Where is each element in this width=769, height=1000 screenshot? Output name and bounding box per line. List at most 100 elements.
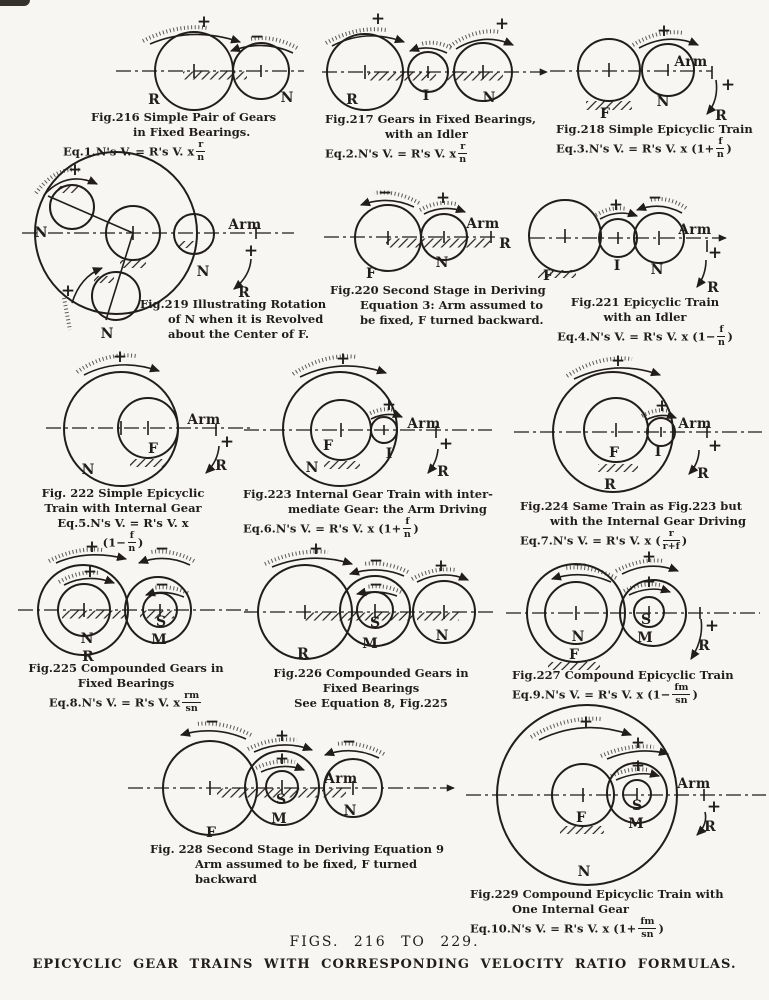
- fig-222-caption: Fig. 222 Simple Epicyclic Train with Int…: [28, 486, 218, 553]
- gear-r-circle: [257, 564, 353, 660]
- fig-217-drawing: + + R I N: [322, 9, 548, 111]
- fixed-bearing-hatch: [62, 610, 126, 619]
- rotation-arrow: [253, 742, 314, 753]
- eq-text: ): [681, 533, 688, 548]
- gear-label-n: N: [572, 629, 585, 645]
- fixed-gear-hatch: [120, 260, 146, 268]
- gear-n-circle-lower: [91, 271, 141, 321]
- rotation-arrow: [573, 367, 662, 380]
- numerator: f: [717, 324, 726, 337]
- arm-label: Arm: [676, 776, 710, 792]
- arrow-feather: [152, 585, 189, 595]
- rotation-arrow: [179, 728, 247, 740]
- denominator: n: [717, 336, 725, 348]
- fig-221-drawing: + − Arm + R F I N: [528, 188, 727, 296]
- rotation-arrow: [370, 409, 404, 420]
- plus-sign: +: [721, 75, 735, 95]
- fig-216-drawing: + − R N: [116, 12, 304, 111]
- fig-224-drawing: + + Arm + R F I R: [514, 351, 762, 493]
- plus-sign: +: [85, 537, 99, 557]
- fig-219-caption: Fig.219 Illustrating Rotation of N when …: [140, 297, 350, 342]
- fixed-gear-hatch: [560, 826, 604, 834]
- caption-line: mediate Gear: the Arm Driving: [288, 502, 487, 516]
- fig-226-caption: Fig.226 Compounded Gears in Fixed Bearin…: [262, 666, 480, 711]
- gear-label-n: N: [483, 90, 496, 106]
- arrow-feather: [247, 737, 298, 751]
- numerator: fm: [672, 682, 691, 695]
- gear-n-circle: [453, 42, 513, 102]
- gear-label-r: R: [437, 464, 449, 480]
- gear-label-f: F: [600, 106, 610, 122]
- denominator: sn: [185, 702, 198, 714]
- radial-line: [105, 232, 134, 321]
- rotation-arrow: [635, 202, 683, 214]
- gear-label-s: S: [641, 612, 651, 628]
- caption-line: Fig. 228 Second Stage in Deriving Equati…: [150, 842, 444, 856]
- caption-line: Fig.217 Gears in Fixed Bearings,: [325, 112, 536, 126]
- rotation-arrow: [550, 571, 612, 583]
- caption-line: Fig.221 Epicyclic Train: [570, 295, 720, 309]
- gear-label-r: R: [698, 638, 710, 654]
- rotation-arrow: [43, 176, 99, 196]
- fig-219-drawing: + + Arm + R N N N: [22, 151, 294, 342]
- gear-s-circle: [265, 770, 299, 804]
- gear-label-n: N: [651, 262, 664, 278]
- caption-line: Fig.220 Second Stage in Deriving: [330, 283, 546, 297]
- gear-s-circle: [633, 596, 665, 628]
- plus-sign: +: [275, 749, 289, 769]
- caption-line: Fig.229 Compound Epicyclic Train with: [470, 887, 724, 901]
- rotation-arrow: [645, 410, 678, 421]
- plate-title: EPICYCLIC GEAR TRAINS WITH CORRESPONDING…: [32, 957, 737, 972]
- caption-line: Fig. 222 Simple Epicyclic: [41, 486, 205, 500]
- fixed-gear-hatch: [130, 459, 168, 467]
- eq-text: ): [658, 921, 664, 936]
- gear-m-circle: [244, 750, 320, 826]
- arrow-feather: [62, 297, 72, 331]
- arm-label: Arm: [677, 222, 711, 238]
- arrow-feather: [411, 567, 457, 581]
- denominator: n: [403, 528, 411, 540]
- idler-circle: [407, 51, 449, 93]
- eq-text: Eq.8.N's V. = R's V. x: [48, 695, 181, 710]
- caption-line: Fig.218 Simple Epicyclic Train: [556, 122, 753, 136]
- arrow-feather: [529, 716, 602, 739]
- internal-gear-n-circle: [496, 704, 678, 886]
- gear-label-f: F: [206, 825, 216, 841]
- rotation-arrow: [149, 33, 242, 45]
- denominator: sn: [675, 694, 688, 706]
- minus-sign: −: [378, 183, 392, 203]
- arrow-feather: [75, 353, 137, 374]
- fig-216-caption: Fig.216 Simple Pair of Gears in Fixed Be…: [63, 110, 313, 162]
- numerator: fm: [638, 916, 657, 929]
- gear-label-n: N: [436, 255, 449, 271]
- minus-sign: −: [573, 555, 587, 575]
- rotation-arrow: [83, 363, 161, 376]
- gear-label-f: F: [543, 268, 553, 284]
- eq-text: Eq.6.N's V. = R's V. x (1+: [243, 521, 402, 536]
- fig-223-drawing: + + Arm + R F N I: [244, 349, 492, 487]
- minus-sign: −: [342, 732, 356, 752]
- rotation-arrow: [606, 747, 670, 760]
- arm-rotation-arrow: [690, 618, 703, 660]
- gear-label-f: F: [569, 647, 579, 663]
- eq-text: Eq.7.N's V. = R's V. x (: [520, 533, 661, 548]
- gear-label-s: S: [156, 614, 166, 630]
- figure-range-line: FIGS. 216 TO 229.: [289, 934, 480, 950]
- plus-sign: +: [705, 616, 719, 636]
- arrow-feather: [48, 547, 104, 563]
- fig-227-drawing: − + + + R N F S M: [506, 547, 760, 670]
- arrow-feather: [365, 584, 402, 594]
- fig-220-drawing: R Arm − + F N: [324, 183, 511, 282]
- arrow-feather: [195, 721, 252, 737]
- gear-label-i: I: [655, 444, 662, 460]
- plus-sign: +: [244, 241, 258, 261]
- eq-text: Eq.10.N's V. = R's V. x (1+: [470, 921, 637, 936]
- arrow-feather: [58, 570, 101, 584]
- caption-line: with an Idler: [603, 310, 687, 324]
- idler-circle: [598, 218, 638, 258]
- fig-229-caption: Fig.229 Compound Epicyclic Train with On…: [470, 887, 750, 939]
- caption-line: Fixed Bearings: [77, 676, 175, 690]
- gear-label-r: R: [238, 285, 250, 301]
- gear-label-s: S: [632, 798, 642, 814]
